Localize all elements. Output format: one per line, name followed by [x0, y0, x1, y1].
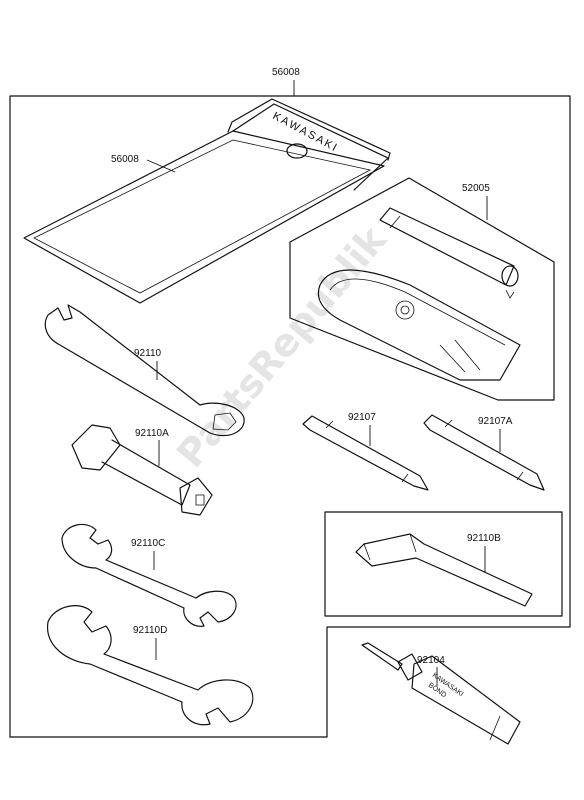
label-92110D: 92110D	[133, 625, 167, 636]
hex-key	[355, 533, 533, 607]
kit-box-outline	[289, 177, 555, 401]
label-92110C: 92110C	[131, 538, 165, 549]
label-92110B: 92110B	[467, 533, 501, 544]
label-56007A: 56008	[272, 67, 300, 78]
leader-56008	[146, 159, 176, 173]
screwdriver-bit	[302, 415, 429, 491]
label-92110: 92110	[134, 348, 162, 359]
open-end-wrench-large	[47, 605, 254, 726]
assembly-outline	[9, 95, 571, 738]
label-92107A: 92107A	[478, 416, 513, 427]
hex-key-box	[324, 511, 563, 617]
label-92107: 92107	[348, 412, 376, 423]
label-92104: 92104	[417, 655, 445, 666]
screwdriver-bit-a	[423, 414, 545, 491]
spanner-wrench	[44, 304, 245, 437]
label-52005: 52005	[462, 183, 490, 194]
label-56008: 56008	[111, 154, 139, 165]
open-end-wrench-small	[61, 523, 237, 627]
screwdriver-handle	[379, 207, 519, 299]
label-92110A: 92110A	[135, 428, 169, 439]
spark-plug-wrench	[71, 424, 213, 516]
kit-pouch	[317, 269, 521, 381]
